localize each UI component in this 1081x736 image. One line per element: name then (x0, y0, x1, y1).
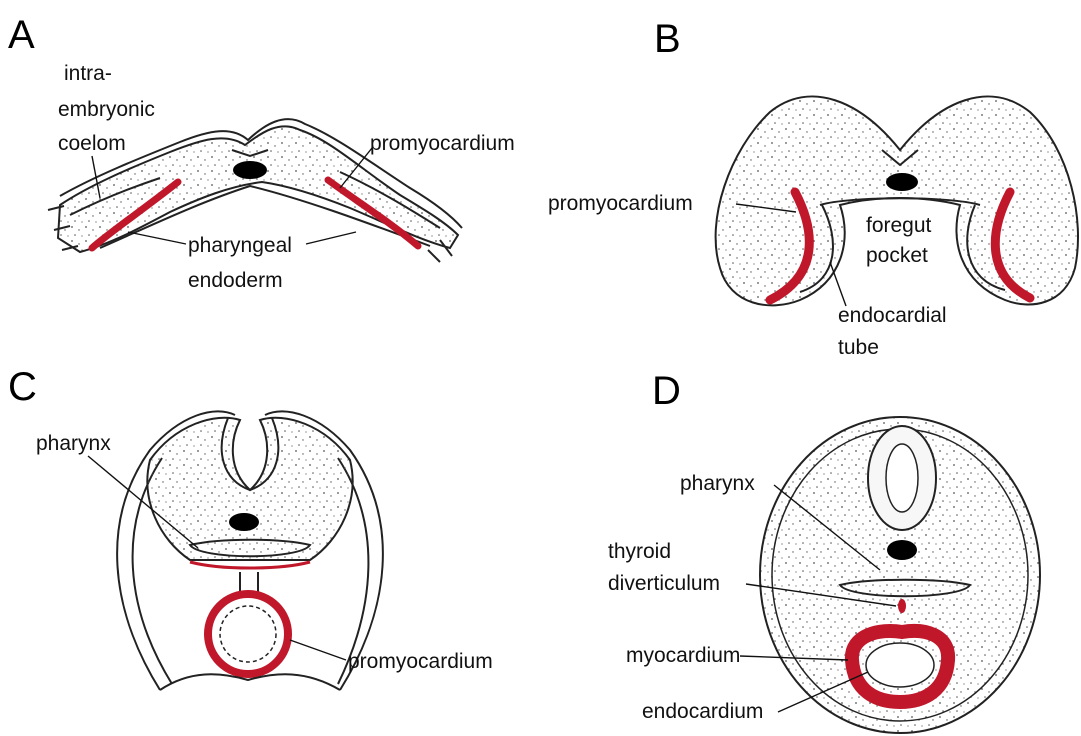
panel-c-leader-promyocardium (290, 640, 346, 660)
panel-d-thyroid (898, 599, 906, 613)
panel-b: B promyocardium foregut pocket endocardi… (548, 17, 1078, 359)
panel-b-label-endocardial-2: tube (838, 336, 879, 359)
panel-a-label-coelom-3: coelom (58, 132, 126, 155)
panel-c-letter: C (8, 365, 37, 409)
panel-d-label-myocardium: myocardium (626, 644, 740, 667)
panel-a-label-coelom-1: intra- (64, 62, 112, 85)
panel-b-label-foregut-1: foregut (866, 214, 932, 237)
panel-b-embryo-body (716, 97, 1078, 306)
panel-a-letter: A (8, 13, 35, 57)
panel-a-label-endoderm-1: pharyngeal (188, 234, 292, 257)
panel-c-mesoderm (147, 418, 352, 560)
panel-c-label-pharynx: pharynx (36, 432, 111, 455)
panel-c-pharynx-floor (190, 562, 310, 568)
panel-b-notochord (886, 173, 918, 191)
panel-d-label-thyroid-1: thyroid (608, 540, 671, 563)
panel-b-leader-endocardial (830, 262, 846, 306)
panel-d-neural-canal (886, 444, 918, 512)
panel-a-label-endoderm-2: endoderm (188, 269, 283, 292)
panel-a-leader-endoderm-right (306, 232, 356, 244)
panel-d-label-pharynx: pharynx (680, 472, 755, 495)
panel-a-notochord (233, 161, 267, 179)
panel-b-label-endocardial-1: endocardial (838, 304, 947, 327)
panel-b-letter: B (654, 17, 681, 61)
panel-a-leader-endoderm-left (128, 232, 186, 244)
panel-d-label-thyroid-2: diverticulum (608, 572, 720, 595)
panel-c-heart-lumen (220, 606, 276, 662)
panel-d-label-endocardium: endocardium (642, 700, 763, 723)
panel-d: D pharynx thyroid diverticulum myocardiu… (608, 369, 1040, 733)
panel-b-label-promyocardium: promyocardium (548, 192, 693, 215)
panel-d-letter: D (652, 369, 681, 413)
panel-c-notochord (229, 513, 259, 531)
panel-a: A intra- embryonic coelom promyocardium … (8, 13, 515, 292)
panel-c: C pharynx promyocardium (8, 365, 493, 690)
panel-b-label-foregut-2: pocket (866, 244, 928, 267)
panel-a-label-coelom-2: embryonic (58, 98, 155, 121)
panel-c-label-promyocardium: promyocardium (348, 650, 493, 673)
panel-d-endocardium (866, 643, 934, 687)
panel-d-notochord (887, 540, 917, 560)
panel-a-label-promyocardium: promyocardium (370, 132, 515, 155)
